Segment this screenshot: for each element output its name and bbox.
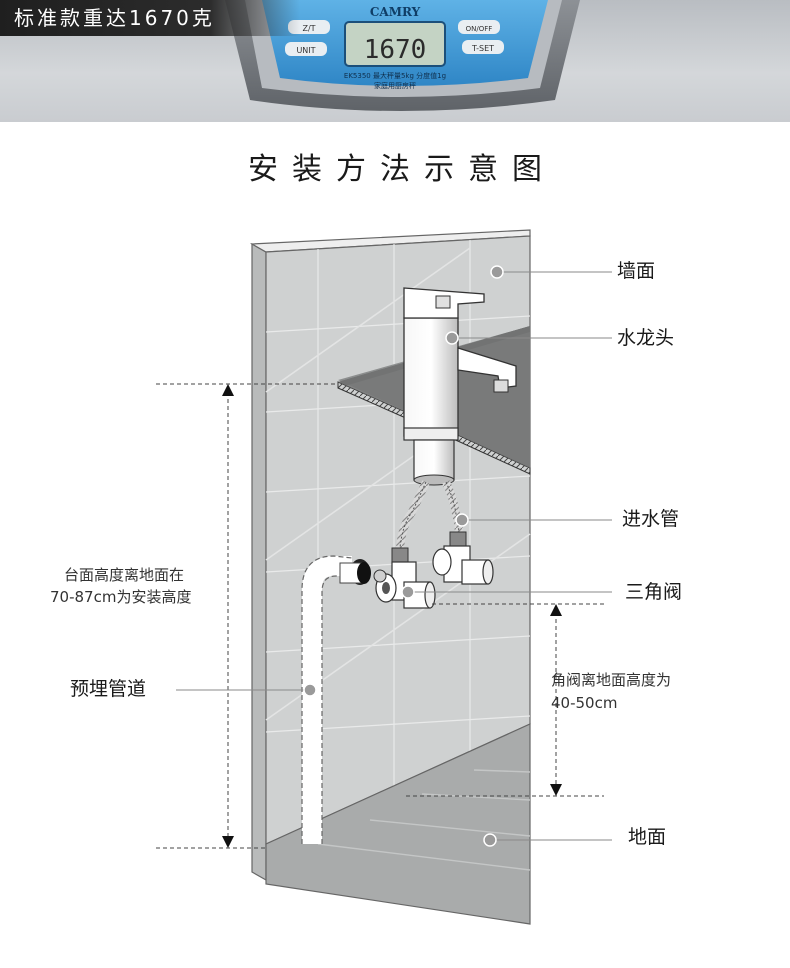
scale-button-tset-label: T-SET bbox=[471, 44, 494, 53]
scale-button-onoff-label: ON/OFF bbox=[466, 25, 493, 33]
scale-button-unit bbox=[285, 42, 327, 56]
floor bbox=[265, 723, 531, 925]
dot-floor bbox=[483, 833, 497, 847]
scale-display-value: 1670 bbox=[364, 35, 427, 65]
inlet-hoses bbox=[391, 480, 467, 563]
label-valve-height-line1: 角阀离地面高度为 bbox=[551, 671, 672, 689]
dot-faucet bbox=[445, 331, 459, 345]
label-angle-valve: 三角阀 bbox=[625, 581, 683, 603]
angle-valve-left-connector bbox=[373, 569, 387, 583]
dot-wall bbox=[490, 265, 504, 279]
faucet-aerator bbox=[493, 379, 509, 393]
floor-lines bbox=[317, 769, 531, 871]
inlet-hose-right-texture bbox=[445, 481, 460, 537]
label-counter-height-line2: 70-87cm为安装高度 bbox=[50, 588, 192, 606]
label-counter-height-line1: 台面高度离地面在 bbox=[64, 566, 185, 584]
embedded-pipe-outline-outer bbox=[301, 555, 353, 844]
embedded-pipe-body bbox=[302, 556, 352, 844]
weight-tag: 标准款重达1670克 bbox=[0, 0, 300, 36]
embedded-pipe-hole bbox=[357, 562, 371, 584]
angle-valve-right-handle bbox=[432, 548, 452, 576]
callout-leaders bbox=[176, 271, 612, 841]
arrow-down-left bbox=[222, 836, 234, 848]
dot-angle-valve bbox=[401, 585, 415, 599]
label-valve-height-line2: 40-50cm bbox=[551, 694, 618, 712]
angle-valve-left-handle-center bbox=[382, 582, 390, 594]
dot-embedded-pipe bbox=[303, 683, 317, 697]
callout-dots bbox=[303, 265, 504, 847]
embedded-pipe bbox=[301, 555, 371, 844]
scale-button-onoff bbox=[458, 20, 500, 34]
label-inlet-hose: 进水管 bbox=[622, 508, 680, 530]
dimension-lines bbox=[156, 383, 604, 849]
scale-button-zt-label: Z/T bbox=[302, 24, 315, 33]
faucet-base bbox=[403, 427, 459, 441]
scale-button-unit-label: UNIT bbox=[296, 46, 315, 55]
label-floor: 地面 bbox=[628, 826, 667, 848]
inlet-hose-left-texture bbox=[399, 481, 427, 549]
faucet-handle-cap bbox=[435, 295, 451, 309]
scale-brand: CAMRY bbox=[370, 5, 421, 19]
floor-surface bbox=[265, 723, 531, 925]
arrow-down-right bbox=[550, 784, 562, 796]
page-title: 安装方法示意图 bbox=[248, 152, 556, 187]
label-embedded-pipe: 预埋管道 bbox=[70, 678, 147, 700]
scale-model-text: EK5350 最大秤量5kg 分度值1g bbox=[344, 71, 446, 80]
angle-valve-right-cap bbox=[482, 559, 494, 585]
arrow-up-right bbox=[550, 604, 562, 616]
label-wall: 墙面 bbox=[617, 260, 656, 282]
scale-lcd bbox=[344, 21, 446, 67]
dot-inlet-hose bbox=[455, 513, 469, 527]
product-weight-banner: 1670 CAMRY Z/T UNIT ON/OFF T-SET EK5350 … bbox=[0, 0, 790, 122]
inlet-hose-left-nut bbox=[391, 547, 409, 563]
label-faucet: 水龙头 bbox=[617, 327, 675, 349]
inlet-hose-right-nut bbox=[449, 531, 467, 547]
scale-button-tset bbox=[462, 40, 504, 54]
faucet-shank bbox=[413, 439, 455, 481]
angle-valve-left-cap bbox=[424, 581, 436, 609]
scale-caption-text: 家庭用厨房秤 bbox=[374, 81, 416, 90]
embedded-pipe-outline-inner bbox=[321, 575, 352, 844]
dimension-arrows bbox=[222, 384, 562, 848]
wall-side-edge bbox=[251, 242, 267, 882]
kitchen-scale-illustration: 1670 CAMRY Z/T UNIT ON/OFF T-SET EK5350 … bbox=[225, 0, 580, 111]
arrow-up-left bbox=[222, 384, 234, 396]
faucet bbox=[403, 287, 517, 486]
